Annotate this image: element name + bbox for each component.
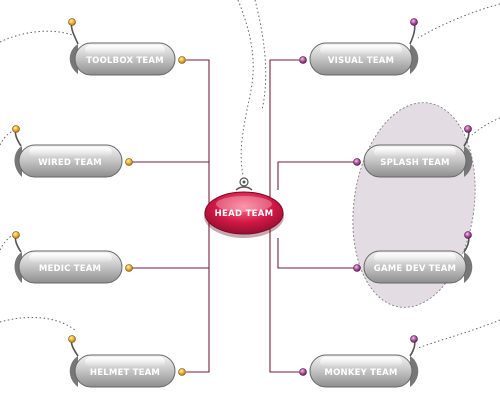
connector-dot (178, 368, 186, 376)
node-splash-team[interactable]: SPLASH TEAM (353, 125, 473, 178)
head-body (204, 191, 284, 235)
tail (464, 252, 473, 283)
node-label: SPLASH TEAM (380, 158, 449, 168)
node-label: MEDIC TEAM (39, 264, 101, 274)
connector-dot (299, 56, 307, 64)
node-label: MONKEY TEAM (324, 368, 397, 378)
connector-dot (353, 264, 361, 272)
connector-dot (125, 158, 133, 166)
node-label: TOOLBOX TEAM (86, 56, 164, 66)
bulb-icon (12, 231, 20, 239)
node-label: GAME DEV TEAM (374, 264, 456, 274)
node-label: WIRED TEAM (38, 158, 102, 168)
connector-dot (299, 368, 307, 376)
connector-dot (353, 158, 361, 166)
node-game-dev-team[interactable]: GAME DEV TEAM (353, 231, 473, 284)
node-monkey-team[interactable]: MONKEY TEAM (299, 335, 419, 388)
bulb-icon (410, 18, 418, 26)
tail (464, 146, 473, 177)
tail (69, 44, 78, 74)
head-label: HEAD TEAM (215, 209, 274, 219)
connector-dot (178, 56, 186, 64)
bulb-icon (68, 18, 76, 26)
node-toolbox-team[interactable]: TOOLBOX TEAM (68, 18, 186, 76)
node-visual-team[interactable]: VISUAL TEAM (299, 18, 419, 76)
bulb-icon (464, 125, 472, 133)
node-wired-team[interactable]: WIRED TEAM (12, 125, 133, 178)
head-bracket (235, 186, 253, 191)
node-helmet-team[interactable]: HELMET TEAM (68, 335, 186, 388)
tail (69, 356, 78, 387)
connector-dot (125, 264, 133, 272)
node-medic-team[interactable]: MEDIC TEAM (12, 231, 133, 284)
bulb-icon (410, 335, 418, 343)
bulb-icon (12, 125, 20, 133)
bulb-icon (464, 231, 472, 239)
node-head-team[interactable]: HEAD TEAM (204, 177, 284, 238)
node-label: HELMET TEAM (90, 368, 160, 378)
node-label: VISUAL TEAM (328, 56, 394, 66)
tail (410, 44, 419, 74)
bulb-icon (68, 335, 76, 343)
tail (410, 356, 419, 387)
